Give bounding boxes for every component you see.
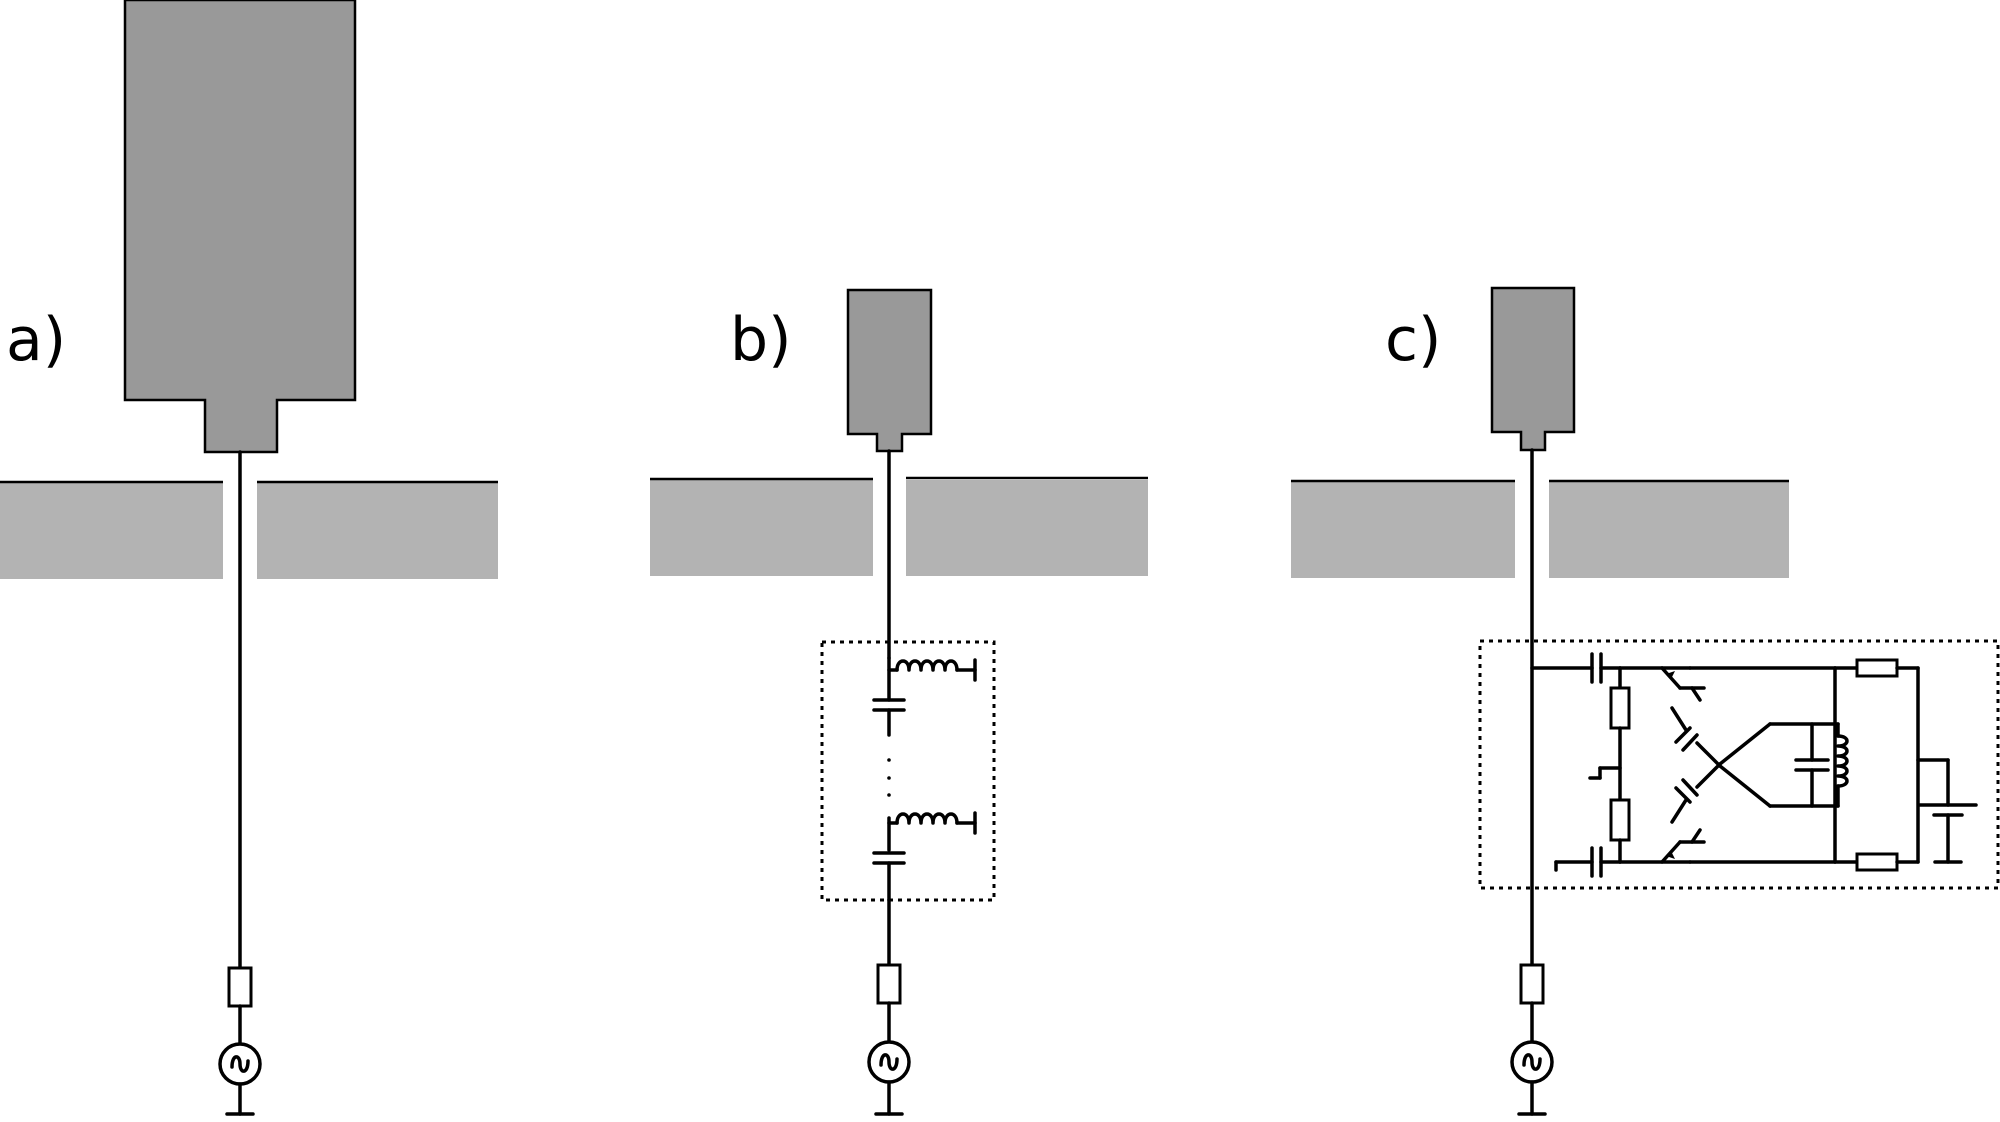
transistor-icon — [1618, 666, 1837, 702]
panel-a — [0, 0, 498, 1116]
resistor-icon — [1855, 658, 1899, 678]
ground-plane-b — [650, 476, 1148, 576]
capacitor-icon — [1670, 762, 1722, 824]
panel-label-a: a) — [6, 305, 67, 375]
panel-label-c: c) — [1385, 305, 1442, 375]
patch-antenna-b — [846, 288, 933, 453]
resistor-icon — [1609, 798, 1631, 842]
resistor-icon — [1855, 852, 1899, 872]
panel-b — [650, 288, 1148, 1116]
resistor-icon — [1609, 686, 1631, 730]
ground-plane-c — [1291, 479, 1789, 578]
ac-source-icon — [1510, 1040, 1554, 1084]
ac-source-icon — [218, 1042, 262, 1086]
ground-plane-a — [0, 480, 498, 579]
inductor-icon — [895, 659, 959, 672]
resistor-icon — [1519, 963, 1545, 1005]
passive-matching-network — [820, 640, 996, 902]
transistor-icon — [1618, 828, 1837, 864]
battery-icon — [1916, 758, 1978, 864]
patch-antenna-a — [123, 0, 357, 454]
patch-antenna-c — [1490, 286, 1576, 452]
resistor-icon — [876, 963, 902, 1005]
inductor-icon — [1836, 734, 1849, 788]
capacitor-icon — [1670, 706, 1722, 768]
inductor-icon — [895, 812, 959, 825]
resistor-icon — [227, 966, 253, 1008]
ac-source-icon — [867, 1040, 911, 1084]
active-non-foster-circuit — [1478, 639, 2000, 890]
panel-label-b: b) — [730, 305, 792, 375]
panel-c — [1291, 286, 2000, 1116]
